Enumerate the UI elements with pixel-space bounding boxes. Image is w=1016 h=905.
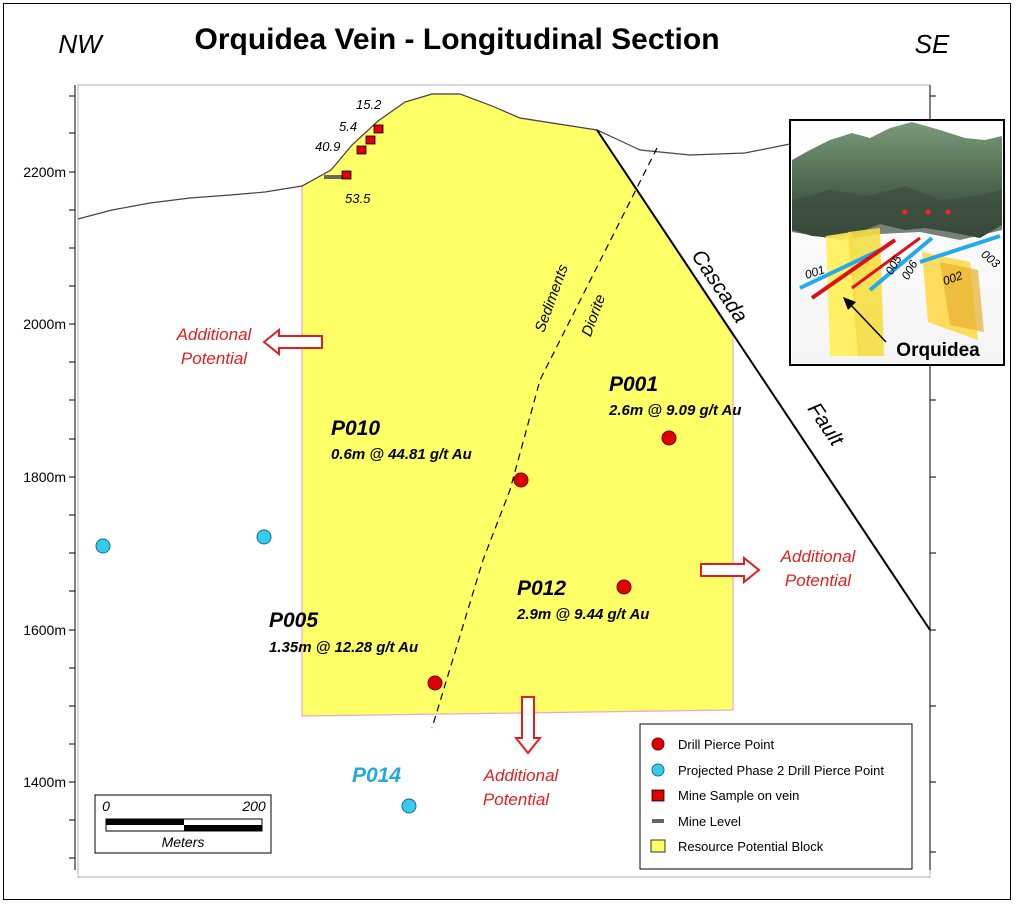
elevation-label-1800: 1800m <box>23 469 66 485</box>
potential-left-line2: Potential <box>181 349 248 368</box>
cascada-fault-line <box>596 129 931 631</box>
inset-label-002: 002 <box>941 268 965 288</box>
inset-3d-view: 001 005 006 002 003 Orquidea <box>789 119 1005 366</box>
inset-point-1 <box>902 209 908 215</box>
inset-valley-shade <box>792 186 1002 240</box>
potential-arrow-right <box>700 555 761 585</box>
inset-trace-003 <box>919 234 1001 264</box>
mine-sample-value-4: 53.5 <box>345 191 371 206</box>
legend-drill-point-symbol <box>651 737 665 751</box>
scale-bar-segment-1 <box>106 819 184 825</box>
potential-arrow-left <box>262 327 323 357</box>
elevation-label-1600: 1600m <box>23 622 66 638</box>
potential-left-line1: Additional <box>176 325 253 344</box>
projected-point-1 <box>95 538 111 554</box>
topography-line <box>77 93 791 220</box>
potential-right-line1: Additional <box>780 547 857 566</box>
projected-point-p014 <box>401 798 417 814</box>
inset-point-3 <box>945 209 951 215</box>
elevation-label-2000: 2000m <box>23 316 66 332</box>
drill-point-p005 <box>427 675 443 691</box>
fault-label: Fault <box>803 399 849 452</box>
scale-bar-min: 0 <box>102 798 110 814</box>
inset-arrow-line <box>847 301 887 343</box>
projected-id-p014: P014 <box>352 764 401 787</box>
potential-right-line2: Potential <box>785 571 852 590</box>
drill-result-p010: 0.6m @ 44.81 g/t Au <box>331 446 472 463</box>
scale-bar-segment-2 <box>184 825 262 831</box>
drill-result-p001: 2.6m @ 9.09 g/t Au <box>608 402 741 419</box>
legend-mine-sample-symbol <box>651 789 665 802</box>
inset-label-001: 001 <box>803 262 826 282</box>
legend-resource-block-symbol <box>650 839 666 853</box>
mine-sample-4 <box>341 170 352 180</box>
right-axis-ticks <box>930 95 936 853</box>
mine-sample-value-1: 15.2 <box>356 97 382 112</box>
left-axis-ticks <box>69 95 75 859</box>
drill-id-p012: P012 <box>517 577 566 600</box>
potential-down-line2: Potential <box>483 790 550 809</box>
legend-projected-point-symbol <box>651 763 665 777</box>
inset-trace-red-1 <box>810 238 897 300</box>
legend-projected-point-label: Projected Phase 2 Drill Pierce Point <box>678 763 884 778</box>
legend-mine-level-symbol <box>652 819 664 823</box>
mine-sample-value-3: 40.9 <box>315 139 340 154</box>
drill-result-p012: 2.9m @ 9.44 g/t Au <box>516 606 649 623</box>
figure-frame <box>3 3 1011 900</box>
mine-sample-value-2: 5.4 <box>339 119 357 134</box>
scale-bar-unit: Meters <box>162 834 205 850</box>
projected-point-2 <box>256 529 272 545</box>
legend-resource-block-label: Resource Potential Block <box>678 839 824 854</box>
inset-trace-001 <box>799 248 881 290</box>
sediments-diorite-contact <box>431 147 658 729</box>
drill-point-p012 <box>616 579 632 595</box>
inset-trace-red-2 <box>851 236 921 290</box>
inset-vein-plane-4 <box>940 262 984 332</box>
mine-sample-3 <box>356 145 367 155</box>
scale-bar-max: 200 <box>241 798 266 814</box>
potential-down-line1: Additional <box>483 766 560 785</box>
legend-box <box>639 723 913 870</box>
figure-title: Orquidea Vein - Longitudinal Section <box>194 23 719 56</box>
drill-id-p010: P010 <box>331 417 380 440</box>
inset-trace-005 <box>868 236 934 292</box>
drill-point-p010 <box>513 472 529 488</box>
elevation-label-1400: 1400m <box>23 774 66 790</box>
inset-point-2 <box>925 209 931 215</box>
drill-result-p005: 1.35m @ 12.28 g/t Au <box>269 639 418 656</box>
legend-drill-point-label: Drill Pierce Point <box>678 737 774 752</box>
inset-label-orquidea: Orquidea <box>896 340 980 361</box>
potential-arrow-down <box>513 696 543 755</box>
drill-point-p001 <box>661 430 677 446</box>
mine-sample-2 <box>365 135 376 145</box>
legend-mine-level-label: Mine Level <box>678 814 741 829</box>
drill-id-p005: P005 <box>269 609 318 632</box>
direction-se: SE <box>915 29 950 59</box>
elevation-label-2200: 2200m <box>23 164 66 180</box>
mine-level <box>324 175 344 179</box>
direction-nw: NW <box>58 29 104 59</box>
legend-mine-sample-label: Mine Sample on vein <box>678 788 799 803</box>
mine-sample-1 <box>373 124 384 134</box>
inset-arrow-head <box>843 297 856 310</box>
drill-id-p001: P001 <box>609 373 658 396</box>
